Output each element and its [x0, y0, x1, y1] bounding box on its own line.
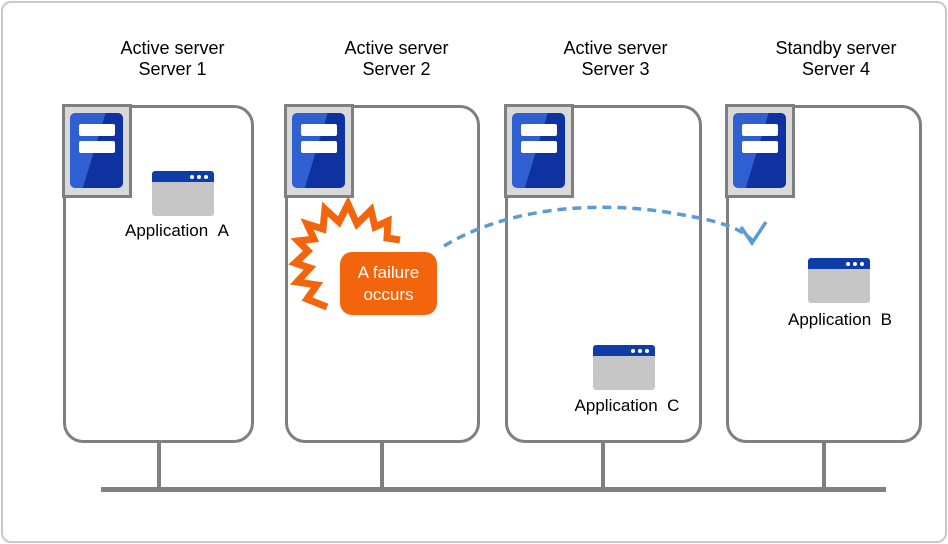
app-label: Application A	[125, 221, 229, 240]
server-1-header: Active server Server 1	[77, 38, 268, 80]
app-window-icon	[152, 171, 214, 216]
server-tower-icon	[70, 113, 123, 188]
failure-callout: A failure occurs	[340, 252, 437, 315]
network-connector	[601, 441, 605, 489]
app-window-icon	[808, 258, 870, 303]
network-connector	[822, 441, 826, 489]
window-body	[152, 182, 214, 216]
server-tower-icon	[512, 113, 565, 188]
server-role-label: Active server	[120, 38, 225, 58]
window-body	[808, 269, 870, 303]
server-name-label: Server 4	[801, 59, 871, 79]
server-name-label: Server 3	[581, 59, 650, 79]
server-4-header: Standby server Server 4	[738, 38, 934, 80]
server-icon	[62, 104, 132, 198]
server-icon	[725, 104, 795, 198]
app-window-icon	[593, 345, 655, 390]
app-label: Application C	[574, 396, 680, 415]
window-titlebar	[808, 258, 870, 269]
server-name-label: Server 2	[362, 59, 431, 79]
server-3-header: Active server Server 3	[517, 38, 714, 80]
app-label: Application B	[788, 310, 892, 329]
server-icon	[284, 104, 354, 198]
network-bus	[101, 487, 886, 492]
server-2-header: Active server Server 2	[299, 38, 494, 80]
server-icon	[504, 104, 574, 198]
network-connector	[157, 441, 161, 489]
window-body	[593, 356, 655, 390]
window-titlebar	[593, 345, 655, 356]
server-role-label: Active server	[563, 38, 668, 58]
server-role-label: Standby server	[775, 38, 897, 58]
server-tower-icon	[733, 113, 786, 188]
server-role-label: Active server	[344, 38, 449, 58]
window-titlebar	[152, 171, 214, 182]
server-name-label: Server 1	[138, 59, 207, 79]
server-tower-icon	[292, 113, 345, 188]
network-connector	[380, 441, 384, 489]
